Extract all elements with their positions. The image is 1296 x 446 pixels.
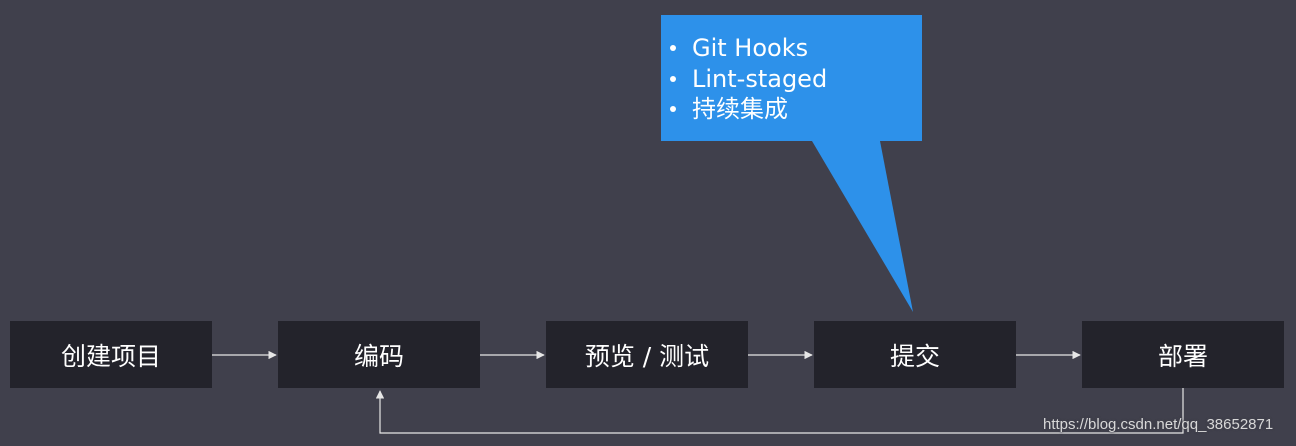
callout-list: Git Hooks Lint-staged 持续集成	[669, 33, 922, 125]
callout-item-label: 持续集成	[692, 95, 788, 123]
callout-box: Git Hooks Lint-staged 持续集成	[661, 15, 922, 141]
bullet-icon	[670, 75, 676, 82]
step-preview-test: 预览 / 测试	[546, 321, 748, 388]
bullet-icon	[670, 45, 676, 52]
step-create-project: 创建项目	[10, 321, 212, 388]
step-commit: 提交	[814, 321, 1016, 388]
callout-item-label: Lint-staged	[692, 64, 828, 93]
step-label: 提交	[889, 341, 940, 371]
callout-item: Lint-staged	[669, 64, 922, 95]
callout-item-label: Git Hooks	[692, 34, 809, 62]
step-label: 创建项目	[60, 341, 161, 371]
step-label: 预览 / 测试	[584, 341, 710, 371]
step-label: 编码	[353, 341, 404, 371]
callout-item: 持续集成	[669, 94, 922, 125]
loop-back-arrow	[375, 388, 1184, 434]
bullet-icon	[670, 106, 676, 113]
callout-pointer	[812, 141, 913, 312]
step-deploy: 部署	[1082, 321, 1284, 388]
callout-item: Git Hooks	[669, 33, 922, 64]
watermark-url: https://blog.csdn.net/qq_38652871	[1043, 416, 1274, 433]
step-coding: 编码	[278, 321, 480, 388]
step-label: 部署	[1157, 341, 1208, 371]
